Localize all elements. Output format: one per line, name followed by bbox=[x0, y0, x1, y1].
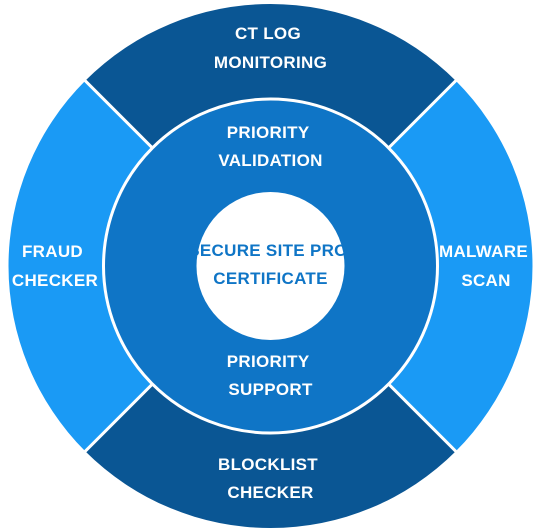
outer-segment-ct-log-monitoring bbox=[85, 4, 456, 148]
segment-divider-line bbox=[82, 78, 154, 149]
outer-segment-malware-scan bbox=[388, 80, 533, 452]
inner-label-bottom: PRIORITY SUPPORT bbox=[227, 352, 314, 399]
segment-divider-line bbox=[82, 383, 154, 454]
outer-segment-blocklist-checker bbox=[85, 384, 456, 528]
outer-label-top: CT LOG MONITORING bbox=[214, 24, 327, 72]
outer-label-right: MALWARE SCAN bbox=[439, 242, 533, 290]
center-label: SECURE SITE PRO CERTIFICATE bbox=[188, 241, 352, 288]
outer-label-left: FRAUD CHECKER bbox=[12, 242, 98, 290]
outer-label-bottom: BLOCKLIST CHECKER bbox=[218, 455, 323, 502]
segment-divider-line bbox=[387, 78, 459, 149]
center-circle bbox=[196, 192, 345, 340]
segment-dividers bbox=[82, 78, 459, 454]
outer-segment-fraud-checker bbox=[8, 80, 153, 452]
inner-label-top: PRIORITY VALIDATION bbox=[218, 123, 322, 170]
segment-divider-line bbox=[387, 383, 459, 454]
